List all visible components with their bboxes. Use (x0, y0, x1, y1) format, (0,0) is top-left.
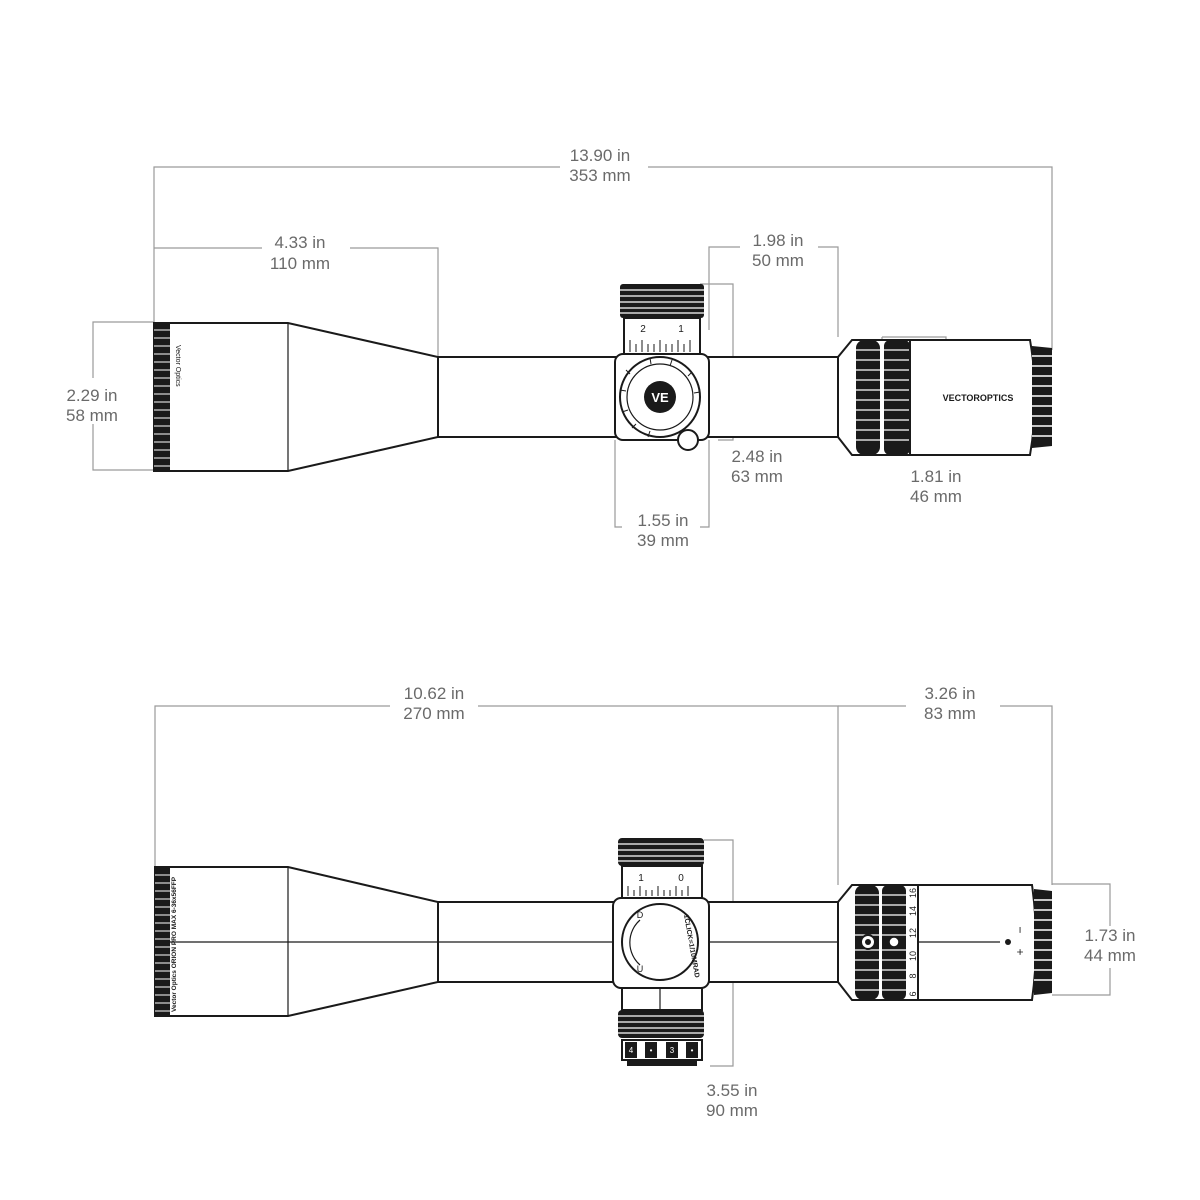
side-view: 10.62 in 270 mm 3.26 in 83 mm 1.73 in 44… (154, 684, 1136, 1120)
ring-number-side-2: 10 (908, 951, 918, 961)
dim-eye-diameter: 1.73 in 44 mm (1052, 883, 1136, 996)
dim-turret-total-height: 3.55 in 90 mm (704, 839, 758, 1120)
objective-bell (153, 322, 439, 472)
dim-objective-bell-length: 4.33 in 110 mm (154, 233, 439, 357)
top-view: 13.90 in 353 mm 4.33 in 110 mm 1.98 in 5… (66, 146, 1053, 550)
objective-knurl (154, 323, 170, 471)
turret-width-mm: 39 mm (637, 531, 689, 550)
objective-diameter-in: 2.29 in (66, 386, 117, 405)
turret-number-side-0: 1 (638, 873, 644, 884)
turret-to-eyepiece-in: 1.98 in (752, 231, 803, 250)
turret-height-in: 2.48 in (731, 447, 782, 466)
ring-number-side-4: 14 (908, 906, 918, 916)
dim-objective-diameter: 2.29 in 58 mm (66, 321, 154, 471)
elevation-scale-side (621, 865, 703, 899)
scope-body-side: Vector Optics ORION PRO MAX 6-36x56FFP D… (154, 838, 1052, 1066)
magnification-knurl-left-top (856, 340, 880, 455)
turret-total-height-in: 3.55 in (706, 1081, 757, 1100)
brand-logo-icon (644, 381, 676, 413)
lower-mark-1: • (650, 1046, 653, 1055)
magnification-knurl-right-top (884, 340, 910, 455)
eyepiece-brand-text: VECTOROPTICS (943, 393, 1014, 403)
diopter-knurl-side (1034, 889, 1052, 995)
turret-letter-d: D (637, 910, 644, 920)
turret-number-top-0: 2 (640, 324, 646, 335)
objective-bell-length-mm: 110 mm (270, 254, 330, 273)
elevation-scale-top (623, 317, 701, 355)
dim-eyepiece-length: 3.26 in 83 mm (838, 684, 1053, 885)
elevation-knurl-side (618, 838, 704, 866)
objective-model-text: Vector Optics ORION PRO MAX 6-36x56FFP (171, 876, 178, 1012)
svg-text:VE: VE (651, 390, 669, 405)
dim-turret-width: 1.55 in 39 mm (614, 440, 710, 550)
elevation-knurl-top (620, 284, 704, 318)
lower-turret-knurl (618, 1010, 704, 1038)
dim-overall-length: 13.90 in 353 mm (153, 146, 1053, 350)
parallax-lock-icon (677, 429, 699, 451)
diopter-minus: − (1013, 926, 1027, 933)
overall-length-mm: 353 mm (569, 166, 630, 185)
scope-body-top: Vector Optics 2 1 (153, 284, 1052, 472)
eye-diameter-in: 1.73 in (1084, 926, 1135, 945)
eyepiece-length-in: 3.26 in (924, 684, 975, 703)
turret-letter-u: U (637, 964, 644, 974)
objective-brand-text: Vector Optics (174, 345, 181, 387)
dim-turret-to-eyepiece: 1.98 in 50 mm (708, 231, 839, 337)
objective-diameter-mm: 58 mm (66, 406, 118, 425)
ring-number-side-1: 8 (908, 973, 918, 978)
ring-number-side-0: 6 (908, 991, 918, 996)
turret-width-in: 1.55 in (637, 511, 688, 530)
ring-number-side-5: 16 (908, 888, 918, 898)
eye-diameter-mm: 44 mm (1084, 946, 1136, 965)
objective-knurl-side (155, 867, 170, 1016)
diopter-knurl-top (1032, 346, 1052, 448)
ring-length-in: 1.81 in (910, 467, 961, 486)
diopter-plus: + (1013, 948, 1027, 955)
objective-bell-length-in: 4.33 in (274, 233, 325, 252)
turret-number-side-1: 0 (678, 873, 684, 884)
turret-total-height-mm: 90 mm (706, 1101, 758, 1120)
lower-turret-scale (621, 987, 703, 1011)
ring-length-mm: 46 mm (910, 487, 962, 506)
turret-height-mm: 63 mm (731, 467, 783, 486)
lower-mark-3: • (691, 1046, 694, 1055)
turret-number-top-1: 1 (678, 324, 684, 335)
windage-dial-side (621, 903, 699, 981)
eyepiece-length-mm: 83 mm (924, 704, 976, 723)
overall-length-in: 13.90 in (570, 146, 631, 165)
tube-length-mm: 270 mm (403, 704, 464, 723)
turret-to-eyepiece-mm: 50 mm (752, 251, 804, 270)
ring-number-side-3: 12 (908, 928, 918, 938)
tube-length-in: 10.62 in (404, 684, 465, 703)
dim-tube-length: 10.62 in 270 mm (154, 684, 839, 885)
lower-mark-2: 3 (670, 1046, 675, 1055)
lower-mark-0: 4 (629, 1046, 634, 1055)
